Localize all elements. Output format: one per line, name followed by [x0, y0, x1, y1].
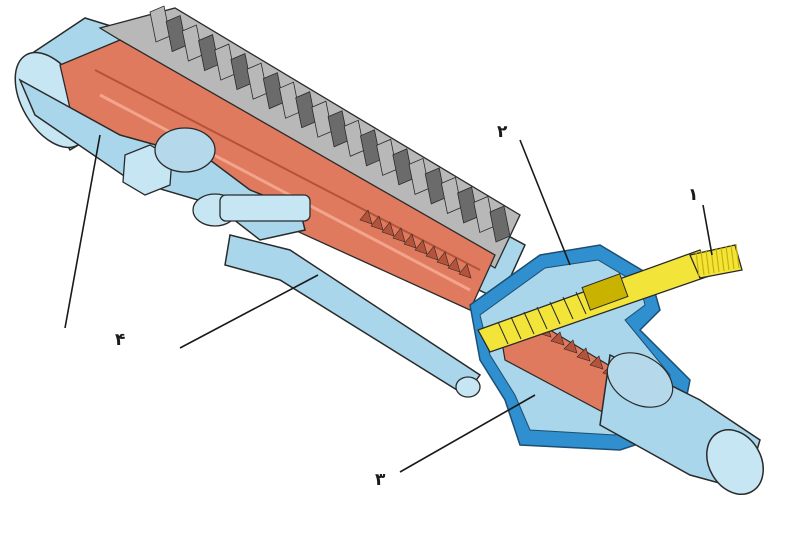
- leader-line-4b: [179, 274, 319, 349]
- pinion-spline-line: [720, 246, 725, 272]
- pinion-spline-line: [725, 245, 730, 271]
- leader-line-4: [64, 134, 101, 329]
- pinion-helix-line: [510, 316, 522, 340]
- pinion-spline-line: [695, 251, 700, 277]
- pinion-shaft: [477, 243, 743, 353]
- callout-4: ۴: [115, 330, 125, 350]
- rack-tube: [59, 39, 496, 311]
- pinion-spline-line: [735, 243, 740, 269]
- callout-3: ۳: [375, 470, 386, 490]
- pinion-helix-line: [536, 306, 548, 330]
- leader-line-1: [702, 204, 713, 256]
- rack-end-tooth: [576, 347, 591, 362]
- tie-rod-assembly: [18, 78, 482, 398]
- pinion-helix-line: [523, 311, 535, 335]
- rack-end-tooth: [563, 339, 578, 354]
- rack-tooth: [447, 257, 461, 273]
- pinion-spline-line: [700, 250, 705, 276]
- pinion-helix-line: [497, 321, 509, 345]
- pinion-spline-line: [715, 247, 720, 273]
- rack-tooth: [436, 251, 450, 267]
- rack-end-tooth: [589, 355, 604, 370]
- pinion-spline-line: [705, 249, 710, 275]
- rack-tooth: [392, 227, 406, 243]
- rack-tooth: [414, 239, 428, 255]
- rack-tooth: [403, 233, 417, 249]
- rack-tooth: [425, 245, 439, 261]
- rack-end-tooth: [550, 331, 565, 346]
- rack-tooth: [370, 215, 384, 231]
- bellows-boot: [98, 5, 521, 269]
- leader-lines: [64, 134, 713, 473]
- rack-tooth: [359, 209, 373, 225]
- leader-line-2: [519, 139, 571, 266]
- callout-labels: ۱ ۲ ۳ ۴: [115, 122, 698, 490]
- rack-tooth: [458, 263, 472, 279]
- pinion-spline-line: [730, 244, 735, 270]
- callout-2: ۲: [497, 122, 508, 142]
- right-end-cylinder: [599, 352, 764, 495]
- pinion-helix-line: [562, 296, 574, 320]
- boot-rib: [489, 205, 511, 243]
- callout-1: ۱: [688, 185, 698, 205]
- pinion-helix-line: [549, 301, 561, 325]
- leader-line-3: [399, 394, 536, 473]
- pinion-helix-line: [575, 291, 587, 315]
- ball-joint-nut: [122, 127, 311, 227]
- rack-tooth: [381, 221, 395, 237]
